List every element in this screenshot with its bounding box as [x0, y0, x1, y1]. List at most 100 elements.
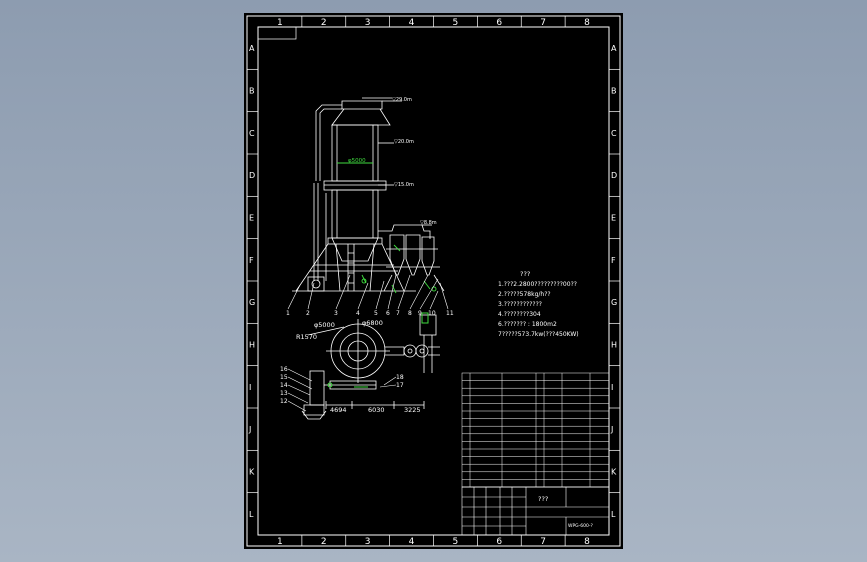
- grid-row-label-left: C: [249, 129, 255, 138]
- grid-col-label-bottom: 6: [496, 537, 502, 547]
- note-line: 6.??????? : 1800m2: [498, 321, 557, 328]
- grid-col-label-top: 1: [277, 18, 283, 28]
- grid-row-label-right: H: [611, 341, 617, 350]
- elevation-view: [292, 97, 445, 292]
- elevation-leaders: [287, 274, 449, 310]
- grid-row-label-left: B: [249, 87, 255, 96]
- grid-row-label-left: F: [249, 256, 254, 265]
- parts-table: [461, 372, 610, 488]
- plan-inner-diameter: φ5000: [314, 321, 335, 329]
- grid-col-label-top: 8: [584, 18, 590, 28]
- plan-fan-2: [415, 344, 429, 358]
- plan-leaders: [287, 368, 397, 412]
- title-block-number: WPG-600-?: [568, 523, 593, 529]
- grid-col-label-top: 3: [365, 18, 371, 28]
- elevation-accents: [337, 162, 437, 294]
- grid-row-label-left: D: [249, 171, 255, 180]
- part-number: 7: [396, 310, 400, 317]
- grid-ticks: [247, 16, 620, 546]
- grid-col-label-bottom: 8: [584, 537, 590, 547]
- grid-col-label-top: 7: [540, 18, 546, 28]
- grid-row-label-right: C: [611, 129, 617, 138]
- grid-col-label-top: 2: [321, 18, 327, 28]
- part-number: 2: [306, 310, 310, 317]
- plan-accents: [327, 312, 429, 388]
- part-number: 8: [408, 310, 412, 317]
- grid-col-label-top: 6: [496, 18, 502, 28]
- cyclone-1: [389, 234, 405, 276]
- part-number: 15: [280, 374, 288, 381]
- grid-col-label-bottom: 3: [365, 537, 371, 547]
- tower-cone: [331, 237, 379, 262]
- grid-row-label-right: E: [611, 214, 616, 223]
- grid-col-label-top: 4: [409, 18, 415, 28]
- grid-row-label-left: H: [249, 341, 255, 350]
- grid-row-label-right: L: [611, 510, 616, 519]
- lower-cylinder: [331, 189, 379, 239]
- corner-box: [257, 26, 297, 40]
- part-number: 13: [280, 390, 288, 397]
- plan-outer-diameter: φ6800: [362, 319, 383, 327]
- grid-row-label-right: F: [611, 256, 616, 265]
- grid-row-label-left: K: [249, 468, 255, 477]
- grid-col-label-bottom: 1: [277, 537, 283, 547]
- notes-heading: ???: [520, 270, 530, 278]
- plan-view: [301, 314, 440, 420]
- grid-row-label-left: A: [249, 44, 255, 53]
- elevation-label-side: ▽8.8m: [420, 220, 437, 226]
- grid-row-label-right: K: [611, 468, 617, 477]
- plan-burner: [309, 370, 325, 406]
- grid-row-label-right: G: [611, 298, 617, 307]
- grid-col-label-top: 5: [452, 18, 458, 28]
- grid-row-label-right: I: [611, 383, 613, 392]
- part-number: 9: [418, 310, 422, 317]
- note-line: 7?????573.7kw(???450KW): [498, 331, 579, 338]
- part-number: 17: [396, 382, 404, 389]
- upper-cylinder: [331, 124, 379, 182]
- grid-row-label-left: L: [249, 510, 254, 519]
- grid-col-label-bottom: 5: [452, 537, 458, 547]
- grid-row-label-left: I: [249, 383, 251, 392]
- grid-row-label-right: J: [610, 425, 613, 434]
- elevation-label-top: ▽29.0m: [392, 97, 412, 103]
- title-block: [461, 486, 610, 536]
- note-line: 2.?????578kg/h??: [498, 291, 551, 298]
- part-number: 6: [386, 310, 390, 317]
- plan-dim-left: 4694: [330, 406, 347, 414]
- part-number: 10: [428, 310, 436, 317]
- note-line: 3.????????????: [498, 301, 542, 308]
- fan-unit: [307, 276, 325, 292]
- top-duct: [315, 104, 342, 181]
- grid-row-label-left: J: [248, 425, 251, 434]
- grid-row-label-left: E: [249, 214, 254, 223]
- plan-dim-right: 3225: [404, 406, 421, 414]
- elevation-label-middle: ▽15.0m: [394, 182, 414, 188]
- middle-platform: [323, 180, 387, 191]
- title-block-title: ???: [538, 495, 548, 503]
- elevation-label-upper: ▽20.0m: [394, 139, 414, 145]
- plan-fan-1: [403, 344, 417, 358]
- cyclone-2: [405, 234, 421, 276]
- grid-row-label-right: A: [611, 44, 617, 53]
- left-pipes: [313, 183, 327, 281]
- grid-row-label-right: D: [611, 171, 617, 180]
- part-number: 3: [334, 310, 338, 317]
- cyclone-3: [421, 236, 435, 276]
- part-number: 1: [286, 310, 290, 317]
- part-number: 16: [280, 366, 288, 373]
- note-line: 4.????????304: [498, 311, 541, 318]
- grid-col-label-bottom: 4: [409, 537, 415, 547]
- grid-col-label-bottom: 7: [540, 537, 546, 547]
- tower-diameter-label: φ5000: [348, 158, 366, 164]
- part-number: 12: [280, 398, 288, 405]
- grid-col-label-bottom: 2: [321, 537, 327, 547]
- note-line: 1.???2.2800?????????00??: [498, 281, 577, 288]
- grid-row-label-left: G: [249, 298, 255, 307]
- part-number: 18: [396, 374, 404, 381]
- plan-dim-mid: 6030: [368, 406, 385, 414]
- technical-notes: ??? 1.???2.2800?????????00?? 2.?????578kg…: [498, 270, 579, 338]
